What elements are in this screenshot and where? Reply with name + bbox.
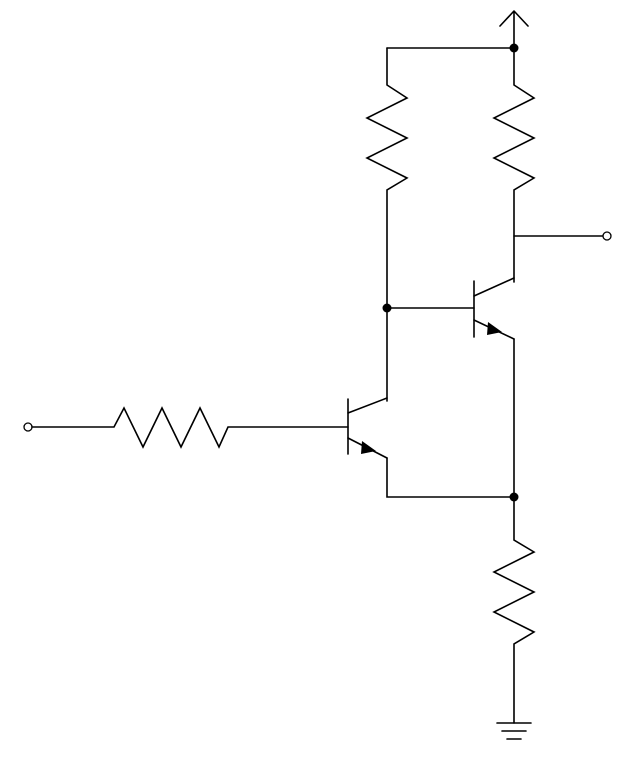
junction-dot-q1-collector bbox=[382, 303, 392, 313]
q1-emitter-arrow-icon bbox=[361, 441, 376, 454]
resistor-re-icon bbox=[492, 496, 536, 724]
q1-emitter-wire bbox=[386, 457, 515, 498]
junction-dot-emitter-node bbox=[509, 492, 519, 502]
resistor-rin-icon bbox=[31, 406, 349, 449]
junction-dot-top-rail bbox=[509, 43, 519, 53]
resistor-rc2-icon bbox=[492, 47, 536, 283]
input-terminal-icon bbox=[23, 422, 33, 432]
ground-icon bbox=[496, 722, 532, 740]
output-terminal-icon bbox=[602, 231, 612, 241]
supply-arrow-icon bbox=[499, 9, 529, 49]
resistor-rc1-icon bbox=[365, 47, 409, 309]
npn-transistor-q1-icon bbox=[347, 397, 388, 459]
npn-transistor-q2-icon bbox=[473, 277, 515, 340]
q2-emitter-arrow-icon bbox=[487, 322, 502, 335]
